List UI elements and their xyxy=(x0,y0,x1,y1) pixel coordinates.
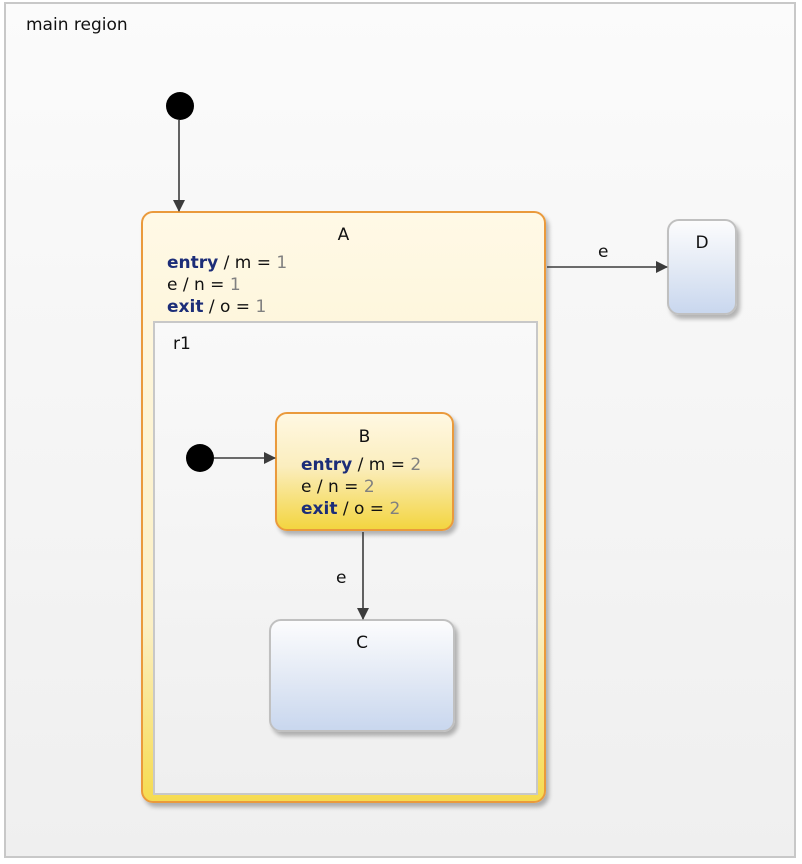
state-b[interactable]: B entry / m = 2 e / n = 2 exit / o = 2 xyxy=(275,412,454,531)
state-b-exit-behavior: exit / o = 2 xyxy=(301,499,401,519)
state-a-entry-behavior: entry / m = 1 xyxy=(167,253,288,273)
transition-a-to-d-label: e xyxy=(598,242,609,262)
state-b-event-behavior: e / n = 2 xyxy=(301,477,375,497)
state-a-behaviors: entry / m = 1 e / n = 1 exit / o = 1 xyxy=(167,252,287,318)
region-r1-label: r1 xyxy=(173,334,191,354)
state-d-name: D xyxy=(695,233,709,253)
state-b-name: B xyxy=(358,427,371,447)
initial-state-main[interactable] xyxy=(166,92,194,120)
transition-b-to-c-label: e xyxy=(336,568,347,588)
state-c[interactable]: C xyxy=(269,619,455,732)
state-b-behaviors: entry / m = 2 e / n = 2 exit / o = 2 xyxy=(301,454,421,520)
state-d[interactable]: D xyxy=(667,219,737,315)
initial-state-r1[interactable] xyxy=(186,444,214,472)
state-c-name: C xyxy=(356,633,368,653)
state-a-name: A xyxy=(337,225,350,245)
main-region-label: main region xyxy=(26,15,128,35)
state-a-exit-behavior: exit / o = 1 xyxy=(167,297,267,317)
state-b-entry-behavior: entry / m = 2 xyxy=(301,455,422,475)
state-a-event-behavior: e / n = 1 xyxy=(167,275,241,295)
